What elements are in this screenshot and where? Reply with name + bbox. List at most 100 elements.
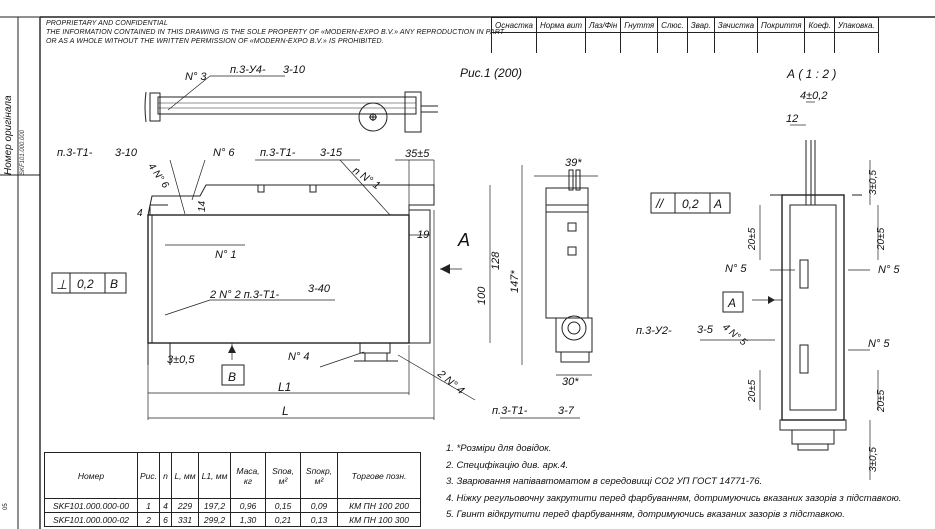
operations-table: Оснастка Норма вит Лаз/Фін Гнуття Слюс. … (491, 17, 879, 53)
weld-t1c-len: 3-40 (308, 283, 331, 295)
col-header: Торгове позн. (337, 452, 422, 499)
label-n5b: N° 5 (878, 264, 900, 276)
weld-u2-len: 3-5 (697, 324, 714, 336)
cell: 0,96 (230, 498, 267, 513)
dim-a3bot: 3±0,5 (868, 447, 879, 472)
perp-value: 0,2 (77, 277, 94, 291)
note-2: 2. Специфікацію див. арк.4. (446, 459, 569, 471)
datum-b: В (228, 370, 236, 384)
view-arrow-a (440, 264, 450, 274)
weld-t1b: п.3-Т1- (260, 147, 296, 159)
dim-a20l: 20±5 (747, 227, 758, 251)
notice-line-1: PROPRIETARY AND CONFIDENTIAL (46, 20, 168, 27)
op-cell: Оснастка (491, 17, 537, 33)
dim-a4: 4±0,2 (800, 90, 827, 102)
col-header: Sпов, м² (265, 452, 302, 499)
col-header: Рис. (136, 452, 161, 499)
dim-L: L (282, 404, 289, 418)
parallel-ref: А (713, 197, 722, 211)
cell: 0,09 (300, 498, 339, 513)
dim-a20r: 20±5 (876, 227, 887, 251)
cell: SKF101.000.000-00 (44, 498, 138, 513)
dim-19: 19 (417, 229, 429, 241)
cell: 4 (159, 498, 173, 513)
dim-128: 128 (490, 251, 502, 270)
weld-n3: п.3-У4- (230, 64, 266, 76)
col-header: L1, мм (198, 452, 232, 499)
label-n1a: n N° 1 (350, 165, 382, 192)
label-n1b: N° 1 (215, 249, 237, 261)
parallel-symbol: // (655, 196, 665, 211)
cell: SKF101.000.000-02 (44, 512, 138, 527)
weld-t1a-len: 3-10 (115, 147, 138, 159)
dim-39: 39* (565, 157, 582, 169)
notice-line-2: THE INFORMATION CONTAINED IN THIS DRAWIN… (46, 29, 505, 36)
notice-line-3: OR AS A WHOLE WITHOUT THE WRITTEN PERMIS… (46, 38, 384, 45)
cell: 197,2 (198, 498, 232, 513)
view-title: Рис.1 (200) (460, 66, 522, 80)
table-row: SKF101.000.000-02 2 6 331 299,2 1,30 0,2… (44, 512, 422, 527)
label-n5d: N° 5 (868, 338, 890, 350)
col-header: Sпокр, м² (300, 452, 339, 499)
dim-L1: L1 (278, 380, 291, 394)
col-header: L, мм (171, 452, 200, 499)
weld-u2: п.3-У2- (636, 325, 672, 337)
weld-t1d-len: 3-7 (558, 405, 575, 417)
dim-3: 3±0,5 (167, 354, 195, 366)
dim-a3top: 3±0,5 (868, 170, 879, 195)
parallel-value: 0,2 (682, 197, 699, 211)
op-cell: Коеф. (804, 17, 835, 33)
col-header: Номер (44, 452, 138, 499)
weld-t1d: п.3-Т1- (492, 405, 528, 417)
parts-table: Номер Рис. n L, мм L1, мм Маса, кг Sпов,… (44, 452, 422, 527)
label-n4b: 2 N° 4 (434, 367, 466, 397)
table-row: SKF101.000.000-00 1 4 229 197,2 0,96 0,1… (44, 498, 422, 513)
label-n6: N° 6 (213, 147, 235, 159)
dim-14: 14 (197, 200, 208, 212)
op-cell: Гнуття (620, 17, 659, 33)
cell: 1 (136, 498, 161, 513)
cell: 0,15 (265, 498, 302, 513)
dim-a20br: 20±5 (876, 389, 887, 413)
cell: 0,21 (265, 512, 302, 527)
col-header: n (159, 452, 173, 499)
label-n6b: 4 N° 6 (146, 161, 171, 191)
perp-symbol: ⊥ (56, 277, 67, 292)
note-4: 4. Ніжку регульовочну закрутити перед фа… (446, 492, 902, 504)
dim-4: 4 (137, 208, 143, 219)
cell: 6 (159, 512, 173, 527)
datum-a: А (727, 296, 736, 310)
parts-table-header: Номер Рис. n L, мм L1, мм Маса, кг Sпов,… (44, 452, 422, 499)
perp-ref: В (110, 277, 118, 291)
drawing-notes: 1. *Розміри для довідок. 2. Специфікацію… (446, 441, 901, 524)
cell: 331 (171, 512, 200, 527)
weld-n3-len: 3-10 (283, 64, 306, 76)
detail-title: А ( 1 : 2 ) (786, 67, 836, 81)
op-cell: Упаковка. (833, 17, 879, 33)
cell: КМ ПН 100 300 (337, 512, 422, 527)
op-cell: Норма вит (535, 17, 587, 33)
view-a-label: А (457, 230, 470, 250)
dim-30: 30* (562, 376, 579, 388)
col-header: Маса, кг (230, 452, 267, 499)
op-cell: Лаз/Фін (584, 17, 622, 33)
dim-147: 147* (509, 270, 521, 293)
weld-t1b-len: 3-15 (320, 147, 343, 159)
cell: 0,13 (300, 512, 339, 527)
cell: 229 (171, 498, 200, 513)
cell: 1,30 (230, 512, 267, 527)
dim-100: 100 (476, 286, 488, 305)
label-n3: N° 3 (185, 71, 207, 83)
dim-a12: 12 (786, 113, 798, 125)
label-n5a: N° 5 (725, 263, 747, 275)
note-5: 5. Гвинт відкрутити перед фарбуванням, д… (446, 509, 845, 520)
note-3: 3. Зварювання напівавтоматом в середовищ… (446, 476, 763, 487)
cell: 2 (136, 512, 161, 527)
dim-35: 35±5 (405, 148, 430, 160)
label-n5c: 4 N° 5 (720, 322, 749, 349)
weld-t1a: п.3-Т1- (57, 147, 93, 159)
confidential-notice: PROPRIETARY AND CONFIDENTIAL THE INFORMA… (46, 19, 505, 46)
dim-a20bl: 20±5 (747, 379, 758, 403)
note-1: 1. *Розміри для довідок. (446, 443, 552, 454)
